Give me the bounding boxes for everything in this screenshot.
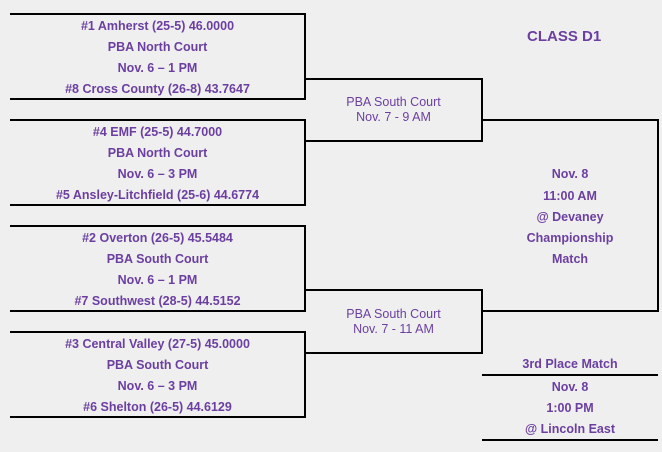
bracket-line: [304, 119, 306, 206]
game-3-team-a: #2 Overton (26-5) 45.5484: [82, 231, 233, 245]
bracket-line: [10, 13, 305, 15]
bracket-line: [10, 119, 305, 121]
game-3-team-b: #7 Southwest (28-5) 44.5152: [74, 294, 241, 308]
championship-label-match: Match: [551, 252, 589, 266]
bracket-line: [482, 119, 658, 121]
bracket-line: [10, 416, 305, 418]
game-2-time: Nov. 6 – 3 PM: [117, 167, 198, 181]
bracket-line: [10, 331, 305, 333]
game-4-time: Nov. 6 – 3 PM: [117, 379, 198, 393]
championship-location: @ Devaney: [536, 210, 604, 224]
bracket-line: [482, 310, 658, 312]
bracket-line: [305, 289, 482, 291]
third-place-location: @ Lincoln East: [525, 422, 615, 436]
game-3-venue: PBA South Court: [106, 252, 209, 266]
bracket-line: [305, 140, 482, 142]
bracket-line: [304, 225, 306, 312]
game-4-team-b: #6 Shelton (26-5) 44.6129: [83, 400, 232, 414]
bracket-line: [304, 331, 306, 418]
game-1-team-a: #1 Amherst (25-5) 46.0000: [80, 19, 235, 33]
bracket-line: [657, 119, 659, 312]
bracket-line: [10, 204, 305, 206]
game-2-team-b: #5 Ansley-Litchfield (25-6) 44.6774: [55, 188, 260, 202]
championship-label: Championship: [526, 231, 614, 245]
third-place-label: 3rd Place Match: [522, 357, 618, 371]
championship-date: Nov. 8: [551, 167, 589, 181]
third-place-time: 1:00 PM: [546, 401, 594, 415]
game-4-team-a: #3 Central Valley (27-5) 45.0000: [65, 337, 250, 351]
class-title: CLASS D1: [527, 28, 602, 45]
bracket-line: [482, 374, 658, 376]
game-2-team-a: #4 EMF (25-5) 44.7000: [92, 125, 223, 139]
semifinal-1-venue: PBA South Court: [346, 95, 441, 109]
bracket-line: [10, 225, 305, 227]
bracket-line: [482, 439, 658, 441]
bracket-line: [304, 13, 306, 100]
bracket-line: [10, 98, 305, 100]
semifinal-2-time: Nov. 7 - 11 AM: [353, 322, 434, 336]
game-3-time: Nov. 6 – 1 PM: [117, 273, 198, 287]
bracket-line: [481, 289, 483, 354]
bracket-line: [305, 78, 482, 80]
semifinal-1-time: Nov. 7 - 9 AM: [356, 110, 431, 124]
game-1-time: Nov. 6 – 1 PM: [117, 61, 198, 75]
semifinal-2-venue: PBA South Court: [346, 307, 441, 321]
game-4-venue: PBA South Court: [106, 358, 209, 372]
championship-time: 11:00 AM: [543, 189, 597, 203]
bracket-line: [305, 352, 482, 354]
game-1-team-b: #8 Cross County (26-8) 43.7647: [65, 82, 250, 96]
bracket-line: [10, 310, 305, 312]
third-place-date: Nov. 8: [551, 380, 589, 394]
game-1-venue: PBA North Court: [107, 40, 208, 54]
bracket-line: [481, 78, 483, 142]
game-2-venue: PBA North Court: [107, 146, 208, 160]
